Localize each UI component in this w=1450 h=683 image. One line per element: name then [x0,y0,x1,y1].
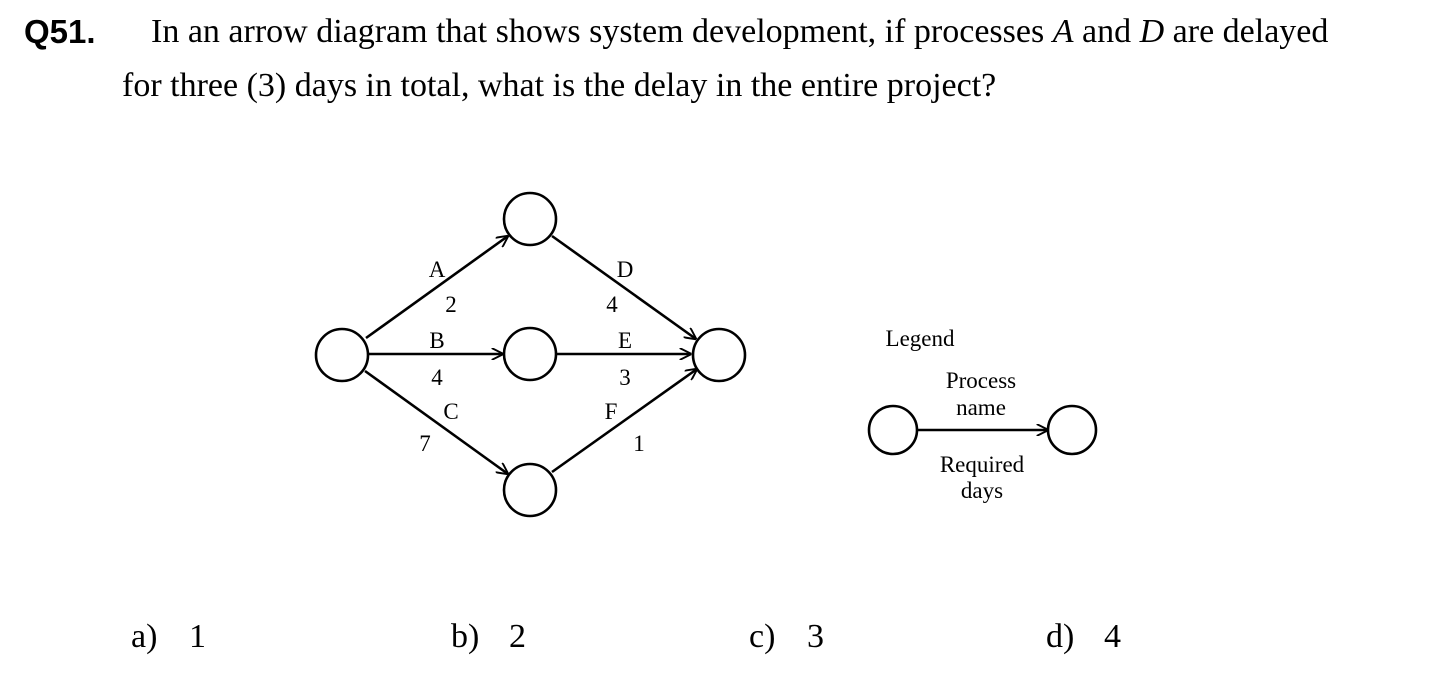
node-top [502,191,558,247]
question-text-line-2: for three (3) days in total, what is the… [122,67,997,104]
question-text-line-1: In an arrow diagram that shows system de… [151,12,1328,52]
edge-d [551,234,696,339]
legend-title: Legend [886,326,955,351]
edge-f [551,369,697,474]
question-text-part: and [1073,13,1140,50]
option-c[interactable]: c) 3 [749,617,824,657]
option-letter: c) [749,618,776,655]
option-value: 3 [807,618,824,655]
node-middle [502,326,558,382]
question-text-part: In an arrow diagram that shows system de… [151,13,1053,50]
option-letter: d) [1046,618,1075,655]
edge-a [365,236,508,340]
legend-process-label: name [956,395,1006,420]
process-a-ref: A [1052,13,1074,50]
process-days-d: 4 [606,292,618,317]
process-days-c: 7 [419,431,431,456]
option-value: 1 [189,618,206,655]
process-days-a: 2 [445,292,457,317]
legend-node-end [1046,404,1098,456]
process-name-f: F [605,399,618,424]
question-text-part: are delayed [1164,13,1329,50]
legend-days-label: Required [940,452,1025,477]
option-value: 2 [509,618,526,655]
process-d-ref: D [1139,13,1165,50]
option-letter: a) [131,618,158,655]
node-bottom [502,462,558,518]
legend-days-label: days [961,478,1003,503]
legend-node-start [867,404,919,456]
legend-process-label: Process [946,368,1016,393]
option-a[interactable]: a) 1 [131,617,206,657]
process-name-e: E [618,328,632,353]
process-name-a: A [429,257,446,282]
process-days-f: 1 [633,431,645,456]
process-days-b: 4 [431,365,443,390]
node-start [314,327,370,383]
process-name-d: D [617,257,634,282]
edge-c [364,369,508,474]
node-end [691,327,747,383]
option-b[interactable]: b) 2 [451,617,526,657]
question-number: Q51. [24,13,96,50]
process-name-b: B [429,328,444,353]
option-d[interactable]: d) 4 [1046,617,1121,657]
option-letter: b) [451,618,480,655]
process-days-e: 3 [619,365,631,390]
option-value: 4 [1104,618,1121,655]
process-name-c: C [443,399,458,424]
